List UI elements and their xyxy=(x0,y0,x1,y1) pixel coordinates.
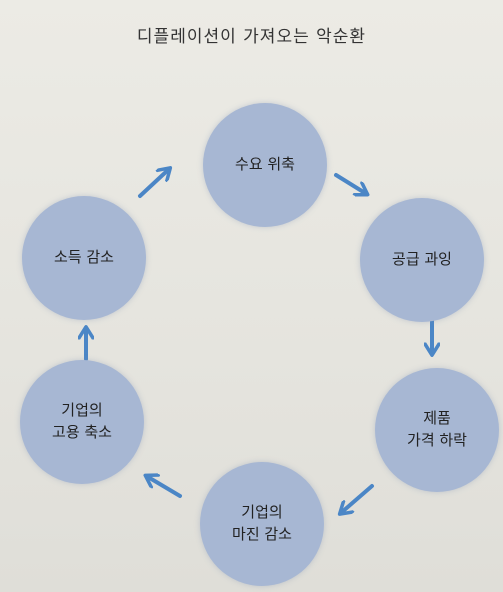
arrow-margin-to-employment xyxy=(148,477,182,498)
node-demand-contraction: 수요 위축 xyxy=(203,103,327,227)
node-margin-label-1: 기업의 xyxy=(241,503,283,522)
arrow-income-to-demand xyxy=(138,170,168,198)
node-price-label-2: 가격 하락 xyxy=(407,431,467,449)
arrow-demand-to-supply xyxy=(334,173,365,193)
node-income-label: 소득 감소 xyxy=(54,248,114,267)
node-price-label-1: 제품 xyxy=(423,409,451,428)
node-oversupply: 공급 과잉 xyxy=(360,198,484,322)
diagram-title: 디플레이션이 가져오는 악순환 xyxy=(136,27,367,47)
node-margin-label-2: 마진 감소 xyxy=(232,525,292,543)
node-supply-label: 공급 과잉 xyxy=(392,250,452,269)
node-demand-label: 수요 위축 xyxy=(235,155,295,174)
node-margin-decrease: 기업의 마진 감소 xyxy=(200,462,324,586)
node-employment-reduction: 기업의 고용 축소 xyxy=(20,360,144,484)
node-employment-label-1: 기업의 xyxy=(61,401,103,420)
arrow-price-to-margin xyxy=(342,484,374,512)
node-income-decrease: 소득 감소 xyxy=(22,196,146,320)
node-employment-label-2: 고용 축소 xyxy=(52,423,112,441)
node-price-drop: 제품 가격 하락 xyxy=(375,368,499,492)
